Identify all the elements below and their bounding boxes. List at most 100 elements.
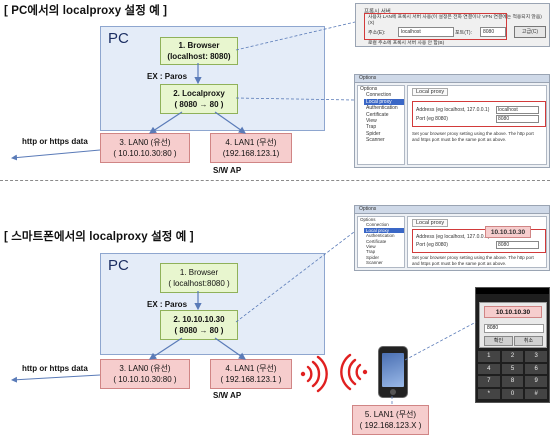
keypad-key[interactable]: 0: [501, 388, 524, 399]
section2-title: [ 스마트폰에서의 localproxy 설정 예 ]: [4, 231, 194, 243]
phone-cancel-button[interactable]: 취소: [514, 336, 543, 346]
lan1-2-line1: 4. LAN1 (무선): [225, 364, 277, 373]
lan1-box-2: 4. LAN1 (무선) ( 192.168.123.1 ): [210, 359, 292, 389]
tree-item-selected[interactable]: Local proxy: [364, 98, 404, 106]
options2-header: Local proxy: [412, 219, 449, 227]
ie-proxy-dialog: 프록시 서버 사용자 LAN에 프록시 서버 사용(이 설정은 전화 연결이나 …: [355, 3, 550, 47]
keypad-key[interactable]: *: [478, 388, 500, 399]
localproxy-box-1: 2. Localproxy ( 8080 → 80 ): [160, 84, 238, 114]
keypad-key[interactable]: 5: [501, 363, 524, 374]
ex-label-2: EX : Paros: [147, 300, 188, 309]
keypad-key[interactable]: 4: [478, 363, 500, 374]
dialog-advanced-button[interactable]: 고급(C): [514, 26, 546, 38]
options1-title: Options: [359, 75, 377, 81]
dialog-checkbox2[interactable]: 로컬 주소에 프록시 서버 사용 안 함(B): [368, 41, 445, 46]
keypad-key[interactable]: 8: [501, 376, 524, 387]
http-label-1: http or https data: [22, 137, 88, 146]
options2-title: Options: [359, 206, 377, 212]
paros-options-2: Options Options Connection Local proxy A…: [354, 205, 550, 271]
dialog-checkbox1[interactable]: 사용자 LAN에 프록시 서버 사용(이 설정은 전화 연결이나 VPN 연결에…: [368, 15, 542, 26]
keypad-key[interactable]: #: [525, 388, 547, 399]
tree-item[interactable]: Certificate: [366, 111, 389, 118]
tree-item[interactable]: Trap: [366, 124, 377, 131]
dialog-address-field[interactable]: localhost: [398, 27, 454, 37]
phone-port-field[interactable]: 8080: [484, 324, 544, 333]
lan1-line2: (192.168.123.1): [222, 149, 280, 158]
options2-titlebar: Options: [355, 206, 549, 214]
dialog-port-label: 포트(T):: [455, 30, 472, 36]
arrow-proxy-to-lan0-1: [148, 111, 183, 134]
arrow-http-2: [11, 374, 101, 383]
smartphone-home-button: [390, 389, 396, 395]
section1-title: [ PC에서의 localproxy 설정 예 ]: [4, 5, 168, 17]
browser2-line2: ( localhost:8080 ): [168, 279, 230, 288]
phone-ok-button[interactable]: 확인: [484, 336, 513, 346]
browser-line1: 1. Browser: [178, 41, 220, 50]
options1-titlebar: Options: [355, 75, 549, 83]
options2-tree: Options Connection Local proxy Authentic…: [357, 216, 405, 268]
tree-item[interactable]: Options: [360, 217, 376, 222]
tree-item[interactable]: Trap: [366, 249, 376, 255]
lan0-line1: 3. LAN0 (유선): [119, 138, 171, 147]
options2-note: Set your browser proxy setting using the…: [412, 255, 534, 266]
phone-lan-line2: ( 192.168.123.X ): [359, 421, 422, 430]
phone-proxy-field[interactable]: 10.10.10.30: [484, 306, 542, 318]
ex-label-1: EX : Paros: [147, 72, 188, 81]
tree-item[interactable]: View: [366, 243, 376, 249]
smartphone-icon: [378, 346, 408, 398]
options2-addr-tag: 10.10.10.30: [485, 226, 531, 238]
lan1-2-line2: ( 192.168.123.1 ): [220, 375, 282, 384]
tree-item[interactable]: Authentication: [366, 233, 395, 239]
section-separator: [0, 180, 550, 181]
ap-label-2: S/W AP: [213, 391, 242, 400]
tree-item[interactable]: Spider: [366, 130, 381, 137]
phone-lan-box: 5. LAN1 (무선) ( 192.168.123.X ): [352, 405, 429, 435]
options2-addr-label: Address (eg localhost, 127.0.0.1): [416, 234, 490, 240]
options2-highlight: [412, 229, 546, 253]
dialog-port-field[interactable]: 8080: [480, 27, 506, 37]
tree-item[interactable]: Certificate: [366, 238, 387, 244]
dialog-group-label: 프록시 서버: [364, 9, 391, 15]
tree-item[interactable]: Connection: [366, 222, 389, 228]
localproxy-line2: ( 8080 → 80 ): [174, 100, 224, 109]
phone-screenshot: 10.10.10.30 8080 확인 취소 1 2 3 4 5 6 7 8 9…: [475, 287, 550, 403]
keypad-key[interactable]: 1: [478, 351, 500, 362]
options2-pane: Local proxy Address (eg localhost, 127.0…: [407, 216, 547, 268]
signal-icon-phone: [340, 353, 368, 391]
tree-item[interactable]: View: [366, 117, 377, 124]
options1-note: Set your browser proxy setting using the…: [412, 131, 534, 142]
options2-port-field[interactable]: 8080: [496, 241, 539, 249]
keypad-key[interactable]: 9: [525, 376, 547, 387]
phone-dialog: 10.10.10.30 8080 확인 취소: [479, 302, 547, 348]
lan0-2-line1: 3. LAN0 (유선): [119, 364, 171, 373]
pc-label-2: PC: [108, 257, 129, 274]
tree-item[interactable]: Options: [360, 86, 378, 92]
dialog-address-label: 주소(E):: [368, 30, 386, 36]
options2-port-label: Port (eg 8080): [416, 242, 448, 248]
keypad-key[interactable]: 3: [525, 351, 547, 362]
tree-item[interactable]: Authentication: [366, 105, 398, 112]
arrow-http-1: [11, 149, 101, 161]
options1-addr-label: Address (eg localhost, 127.0.0.1): [416, 107, 490, 113]
leader-dialog: [235, 21, 356, 51]
keypad-key[interactable]: 2: [501, 351, 524, 362]
tree-item[interactable]: Scanner: [366, 137, 385, 144]
arrow-proxy-to-lan1-1: [214, 111, 246, 134]
options1-port-field[interactable]: 8080: [496, 115, 539, 123]
tree-item[interactable]: Scanner: [366, 260, 383, 266]
options1-highlight: [412, 101, 546, 127]
tree-item[interactable]: Spider: [366, 254, 380, 260]
leader-options1: [235, 97, 355, 101]
options1-addr-field[interactable]: localhost: [496, 106, 539, 114]
tree-item-selected[interactable]: Local proxy: [364, 227, 404, 234]
options1-tree: Options Connection Local proxy Authentic…: [357, 85, 405, 165]
keypad-key[interactable]: 7: [478, 376, 500, 387]
tree-item[interactable]: Connection: [366, 92, 392, 99]
localproxy2-line1: 2. 10.10.10.30: [173, 315, 225, 324]
options1-port-label: Port (eg 8080): [416, 116, 448, 122]
lan1-line1: 4. LAN1 (무선): [225, 138, 277, 147]
phone-keypad: 1 2 3 4 5 6 7 8 9 * 0 #: [478, 351, 547, 399]
phone-status-bar: [476, 288, 549, 294]
keypad-key[interactable]: 6: [525, 363, 547, 374]
browser-line2: (localhost: 8080): [167, 52, 231, 61]
